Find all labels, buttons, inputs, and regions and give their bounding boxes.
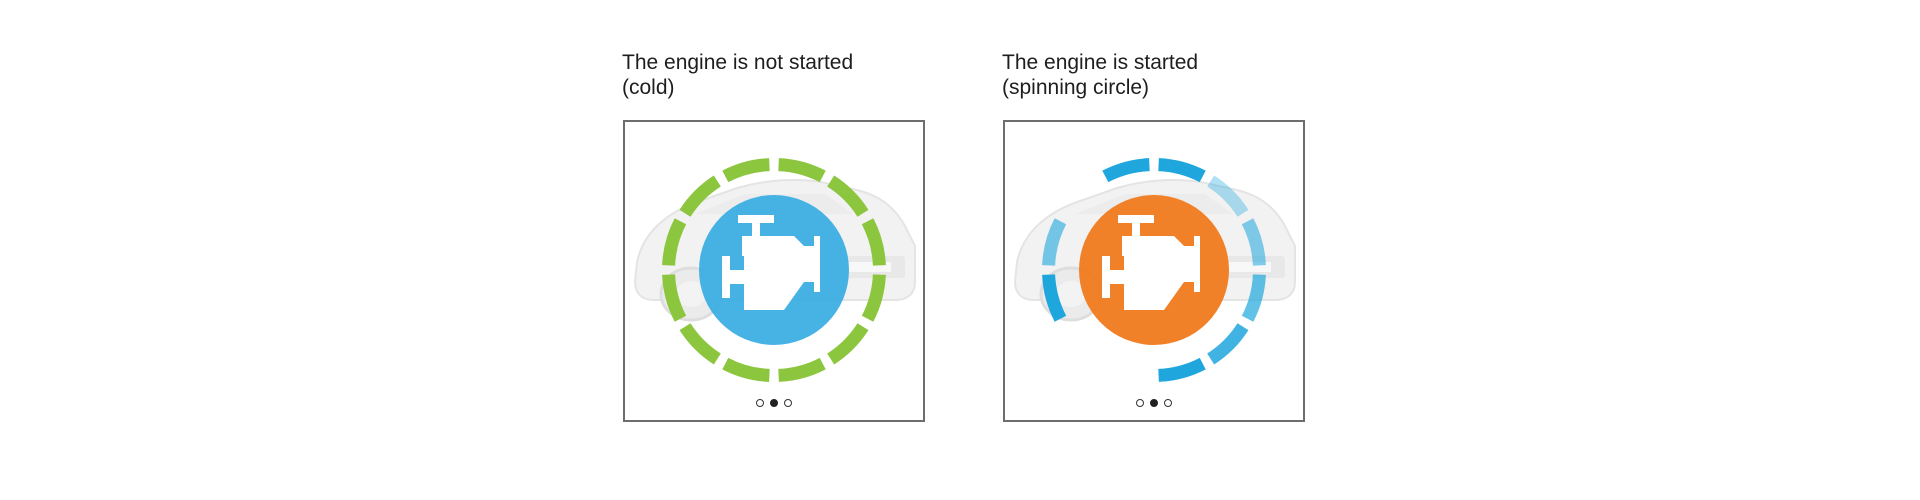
pagination-dot-2[interactable] xyxy=(770,399,778,407)
caption-line-2: (cold) xyxy=(622,76,675,99)
caption-line-2: (spinning circle) xyxy=(1002,76,1150,99)
ring-segment xyxy=(1207,323,1249,365)
ring-segment xyxy=(1241,218,1266,266)
caption-line-1: The engine is not started xyxy=(622,51,854,74)
ring-segment xyxy=(1042,218,1067,266)
ring-segment xyxy=(1158,158,1206,183)
ring-segment xyxy=(778,357,826,382)
ring-segment xyxy=(1042,274,1067,322)
ring-segment xyxy=(662,218,687,266)
ring-segment xyxy=(1207,175,1249,217)
caption-line-1: The engine is started xyxy=(1002,51,1199,74)
engine-status-card[interactable] xyxy=(1003,120,1305,422)
ring-segment xyxy=(1102,158,1150,183)
pagination-dot-1[interactable] xyxy=(756,399,764,407)
ring-segment xyxy=(861,218,886,266)
status-ring xyxy=(1042,158,1266,382)
caption: The engine is started (spinning circle) xyxy=(1002,50,1198,100)
engine-icon xyxy=(1102,215,1200,310)
ring-segment xyxy=(679,323,721,365)
pagination-dot-3[interactable] xyxy=(784,399,792,407)
engine-status-graphic xyxy=(1013,158,1296,382)
caption: The engine is not started (cold) xyxy=(622,50,853,100)
carousel-pagination xyxy=(625,399,923,407)
carousel-pagination xyxy=(1005,399,1303,407)
ring-segment xyxy=(1241,274,1266,322)
ring-segment xyxy=(679,175,721,217)
ring-segment xyxy=(827,323,869,365)
ring-segment xyxy=(722,158,770,183)
pagination-dot-2[interactable] xyxy=(1150,399,1158,407)
ring-segment xyxy=(827,175,869,217)
ring-segment xyxy=(722,357,770,382)
engine-status-card[interactable] xyxy=(623,120,925,422)
ring-segment xyxy=(662,274,687,322)
ring-segment xyxy=(778,158,826,183)
engine-status-graphic xyxy=(633,158,916,382)
engine-icon xyxy=(722,215,820,310)
pagination-dot-1[interactable] xyxy=(1136,399,1144,407)
ring-segment xyxy=(861,274,886,322)
pagination-dot-3[interactable] xyxy=(1164,399,1172,407)
ring-segment xyxy=(1158,357,1206,382)
status-ring xyxy=(662,158,886,382)
